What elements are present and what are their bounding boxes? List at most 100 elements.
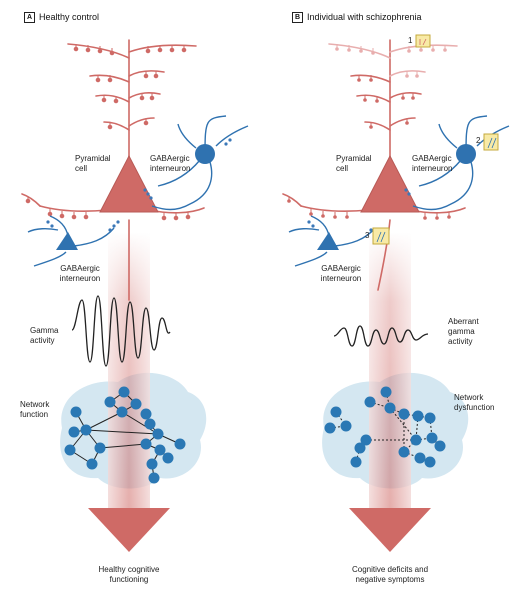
pyramidal-soma-b (360, 154, 420, 213)
marker-1-spine (419, 38, 427, 46)
dendritic-spine (83, 214, 89, 220)
deficit-marker-2-box (483, 133, 499, 151)
panel-a-title-text: Healthy control (39, 12, 100, 22)
dendritic-spine (71, 214, 77, 220)
panel-b-title-text: Individual with schizophrenia (307, 12, 422, 22)
network-node (162, 452, 174, 464)
pyramidal-dendrites-b (282, 39, 466, 291)
deficit-marker-3: 3 (365, 231, 370, 240)
dendritic-spine (443, 48, 447, 52)
dendritic-spines-a (25, 44, 191, 221)
dendritic-spine (411, 96, 415, 100)
dendritic-spine (95, 77, 101, 83)
dendritic-spine (347, 48, 351, 52)
network-node (140, 408, 152, 420)
network-node (330, 406, 342, 418)
network-node (380, 386, 392, 398)
network-node (70, 406, 82, 418)
dendritic-spine (113, 98, 119, 104)
network-label-a: Network function (20, 400, 50, 419)
network-label-b: Network dysfunction (454, 393, 495, 412)
dendritic-spine (139, 95, 145, 101)
dendritic-spine (359, 49, 363, 53)
network-node (414, 452, 426, 464)
network-edge (335, 411, 347, 427)
dendritic-spine (107, 124, 113, 130)
dendritic-spine (153, 73, 159, 79)
gaba-right-label-a: GABAergic interneuron (150, 154, 191, 173)
dendritic-spine (435, 216, 439, 220)
network-node (148, 472, 160, 484)
network-edge (85, 429, 159, 435)
gamma-wave-a (71, 295, 171, 367)
network-node (144, 418, 156, 430)
network-node (384, 402, 396, 414)
network-node (424, 412, 436, 424)
dendritic-spine (109, 50, 115, 56)
dendritic-spine (357, 78, 361, 82)
deficit-marker-1: 1 (408, 36, 413, 45)
panel-a-letter: A (24, 12, 35, 23)
dendritic-spine (85, 47, 91, 53)
network-node (104, 396, 116, 408)
deficit-marker-1-box (415, 34, 431, 48)
dendritic-spine (405, 121, 409, 125)
network-node (354, 442, 366, 454)
dendritic-spine (407, 49, 411, 53)
network-node (68, 426, 80, 438)
deficit-marker-2: 2 (476, 136, 481, 145)
dendritic-spine (363, 98, 367, 102)
dendritic-spine (287, 199, 291, 203)
dendritic-spine (181, 47, 187, 53)
dendritic-spine (59, 213, 65, 219)
network-node (64, 444, 76, 456)
dendritic-spine (335, 47, 339, 51)
network-node (410, 434, 422, 446)
network-node (130, 398, 142, 410)
dendritic-spine (157, 47, 163, 53)
network-node (364, 396, 376, 408)
gaba-left-label-a: GABAergic interneuron (59, 264, 101, 283)
dendritic-spine (321, 214, 325, 218)
dendritic-spines-b (287, 44, 451, 220)
dendritic-spine (143, 73, 149, 79)
network-node (152, 428, 164, 440)
dendritic-spine (345, 215, 349, 219)
marker-2-bouton (487, 137, 497, 149)
dendritic-spine (169, 47, 175, 53)
network-node (434, 440, 446, 452)
panel-b (282, 34, 510, 552)
gaba-soma-right-a (195, 144, 215, 164)
network-node (412, 410, 424, 422)
panel-b-letter: B (292, 12, 303, 23)
dendritic-spine (173, 215, 179, 221)
inhibitory-synapses-a (46, 138, 232, 232)
panel-a-title: A Healthy control (24, 12, 99, 23)
signal-arrow-head-a (88, 508, 170, 552)
gaba-right-label-b: GABAergic interneuron (412, 154, 453, 173)
network-node (398, 446, 410, 458)
network-node (116, 406, 128, 418)
network-node (174, 438, 186, 450)
dendritic-spine (185, 214, 191, 220)
marker-3-bouton (376, 231, 386, 243)
dendritic-spine (145, 48, 151, 54)
network-graph-b (324, 386, 446, 468)
network-node (324, 422, 336, 434)
network-edge (121, 411, 159, 435)
network-node (350, 456, 362, 468)
network-edge (403, 439, 417, 453)
network-node (94, 442, 106, 454)
dendritic-spine (415, 74, 419, 78)
network-edge (85, 411, 123, 431)
dendritic-spine (143, 120, 149, 126)
network-edge (389, 407, 417, 441)
network-edge (403, 451, 421, 459)
dendritic-spine (161, 215, 167, 221)
dendritic-spine (401, 96, 405, 100)
network-node (118, 386, 130, 398)
pyramidal-label-b: Pyramidal cell (336, 154, 372, 173)
dendritic-spine (101, 97, 107, 103)
dendritic-spine (375, 99, 379, 103)
